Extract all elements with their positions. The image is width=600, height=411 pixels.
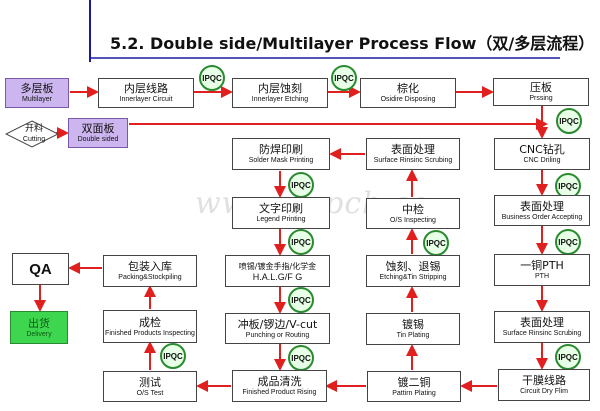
step-label-en: O/S Inspecting [390, 216, 436, 224]
step-label-cn: 出货 [28, 316, 50, 330]
ipqc-badge-2: IPQC [331, 65, 357, 91]
step-delivery: 出货 Delivery [10, 311, 68, 344]
step-label-cn: 镀锡 [402, 318, 424, 331]
step-label-cn: 表面处理 [391, 143, 435, 156]
step-product-rising: 成品清洗 Finished Product Rising [232, 370, 327, 402]
step-punching: 冲板/锣边/V-cut Punching or Routing [225, 313, 330, 344]
step-label-cn: 测试 [139, 375, 161, 389]
cutting-label-cn: 开料 [24, 124, 43, 134]
step-label-en: Finished Products Inspecting [105, 329, 195, 337]
ipqc-badge-12: IPQC [160, 343, 186, 369]
step-pattern-plating: 镀二铜 Pattirn Plating [367, 371, 461, 402]
step-pressing: 压板 Prssing [493, 78, 589, 106]
step-dry-film: 干膜线路 Circuit Dry Flim [498, 369, 590, 401]
step-label-cn: 内层蚀刻 [258, 82, 302, 95]
cutting-label: 开料 Cutting [14, 124, 54, 144]
step-label-en: Legend Printing [256, 216, 306, 223]
ipqc-badge-7: IPQC [423, 230, 449, 256]
step-label-cn: CNC钻孔 [519, 143, 565, 156]
step-label-cn: 蚀刻、退锡 [385, 260, 441, 273]
step-label-en: Osidire Disposing [380, 96, 436, 103]
step-label-cn: 干膜线路 [522, 374, 566, 387]
ipqc-badge-8: IPQC [288, 172, 314, 198]
ipqc-badge-6: IPQC [555, 344, 581, 370]
step-label-cn: 防焊印刷 [259, 143, 303, 156]
step-label-en: Surface Rinsinc Scrubing [502, 330, 582, 337]
step-label-en: Packing&Stockpiling [118, 274, 182, 281]
step-cnc-drilling: CNC钻孔 CNC Driling [494, 138, 590, 170]
qa-label: QA [29, 260, 52, 278]
step-double-sided: 双面板 Double sided [68, 118, 128, 148]
step-etching-tin-stripping: 蚀刻、退锡 Etching&Tin Stripping [366, 255, 460, 287]
step-label-en: Circuit Dry Flim [520, 388, 568, 395]
step-tin-plating: 镀锡 Tin Plating [366, 313, 460, 345]
cutting-diamond [5, 120, 59, 148]
step-label-en: Etching&Tin Stripping [379, 274, 447, 281]
step-label-en: O/S Test [136, 389, 164, 397]
step-label-cn: 包装入库 [128, 260, 172, 273]
cutting-label-en: Cutting [22, 136, 46, 143]
step-oxide: 棕化 Osidire Disposing [360, 78, 456, 108]
step-label-cn: 棕化 [397, 82, 419, 95]
step-label-cn: 中检 [402, 202, 424, 216]
step-label-en: Punching or Routing [245, 331, 310, 339]
step-finished-inspecting: 成检 Finished Products Inspecting [103, 310, 197, 343]
step-label-cn: 成品清洗 [257, 375, 302, 388]
step-legend: 文字印刷 Legend Printing [232, 197, 330, 229]
step-innerlayer-etching: 内层蚀刻 Innerlayer Etching [232, 78, 328, 108]
step-label-en: Prssing [529, 95, 553, 102]
step-label-cn: 一铜PTH [520, 259, 564, 272]
step-surface-scrubbing-mid: 表面处理 Surface Rinsinc Scrubing [366, 138, 460, 170]
step-label-cn: 喷锡/镀金手指/化学金 [238, 262, 317, 271]
step-label-en: Tin Plating [396, 332, 430, 339]
step-label-en: Business Order Accepting [501, 213, 583, 221]
step-qa: QA [12, 253, 69, 285]
page-title: 5.2. Double side/Multilayer Process Flow… [110, 34, 595, 53]
step-label-en: Delivery [26, 330, 52, 338]
step-label-en: Double sided [77, 136, 119, 143]
step-label-en: Finished Product Rising [242, 389, 317, 396]
step-label-cn: 成检 [139, 315, 161, 329]
ipqc-badge-4: IPQC [555, 173, 581, 199]
step-label-cn: 多层板 [20, 82, 54, 95]
step-label-cn: 表面处理 [520, 316, 564, 329]
step-halg: 喷锡/镀金手指/化学金 H.A.L.G/F G [225, 255, 330, 287]
step-label-cn: 文字印刷 [259, 202, 303, 215]
step-solder-mask: 防焊印刷 Solder Mask Printing [232, 138, 330, 170]
ipqc-badge-5: IPQC [555, 229, 581, 255]
step-pth: 一铜PTH PTH [494, 254, 590, 286]
step-label-en: H.A.L.G/F G [252, 272, 303, 282]
step-label-cn: 冲板/锣边/V-cut [237, 317, 318, 331]
step-surface-scrubbing-right: 表面处理 Surface Rinsinc Scrubing [494, 311, 590, 343]
step-surface-accepting: 表面处理 Business Order Accepting [494, 195, 590, 226]
step-label-en: CNC Driling [523, 157, 561, 164]
step-label-cn: 镀二铜 [397, 375, 431, 389]
step-label-en: Surface Rinsinc Scrubing [373, 157, 453, 164]
step-label-en: Innerlayer Etching [251, 96, 309, 103]
step-packing: 包装入库 Packing&Stockpiling [103, 255, 197, 287]
ipqc-badge-1: IPQC [199, 65, 225, 91]
ipqc-badge-10: IPQC [288, 287, 314, 313]
step-label-cn: 内层线路 [124, 82, 168, 95]
ipqc-badge-11: IPQC [288, 345, 314, 371]
step-label-cn: 双面板 [81, 122, 115, 135]
step-label-en: Solder Mask Printing [248, 157, 314, 164]
step-innerlayer-circuit: 内层线路 Innerlayer Circuit [98, 78, 194, 108]
step-label-cn: 压板 [530, 81, 552, 94]
step-label-en: Innerlayer Circuit [119, 96, 173, 103]
ipqc-badge-3: IPQC [556, 108, 582, 134]
ipqc-badge-9: IPQC [288, 229, 314, 255]
step-label-en: Pattirn Plating [392, 389, 436, 397]
step-label-cn: 表面处理 [520, 199, 564, 213]
step-multilayer: 多层板 Multilayer [5, 78, 69, 108]
step-label-en: Multilayer [22, 96, 52, 103]
step-os-inspecting: 中检 O/S Inspecting [366, 198, 460, 229]
step-os-test: 测试 O/S Test [103, 371, 197, 402]
step-label-en: PTH [535, 273, 549, 280]
